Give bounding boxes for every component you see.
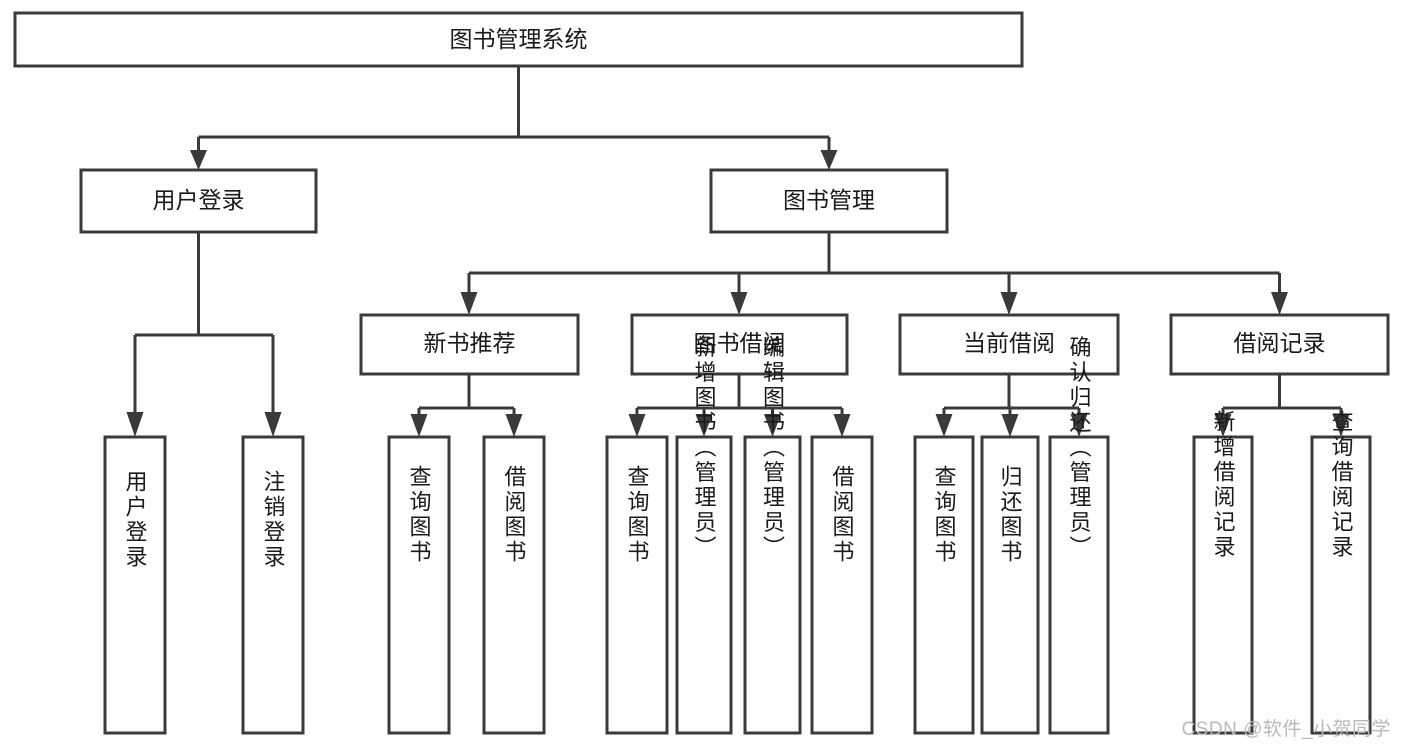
- arrow-bm-to-borrowrecord: [1271, 292, 1288, 315]
- arrow-nb-leaf1: [410, 414, 428, 437]
- leaf-add-book-box[interactable]: [675, 435, 733, 735]
- arrow-bb-leaf1: [628, 414, 646, 437]
- arrow-br-leaf1: [1214, 414, 1232, 437]
- leaf-return-book-box[interactable]: [980, 435, 1040, 735]
- node-book-borrow-box[interactable]: [630, 313, 849, 376]
- leaf-borrow-book-2-label: 借阅图书: [830, 465, 855, 565]
- leaf-borrow-book-1-box[interactable]: [482, 435, 546, 735]
- arrow-root-to-book-manage: [820, 150, 838, 170]
- leaf-confirm-return[interactable]: 确认归还（管理员）: [1048, 336, 1110, 735]
- arrow-bm-to-currentborrow: [1000, 292, 1018, 315]
- leaf-edit-book[interactable]: 编辑图书（管理员）: [743, 336, 802, 735]
- leaf-borrow-book-2[interactable]: 借阅图书: [810, 435, 874, 735]
- node-book-borrow-label: 图书借阅: [694, 330, 786, 356]
- leaf-query-book-1-label: 查询图书: [407, 465, 432, 565]
- node-borrow-record[interactable]: 借阅记录: [1169, 313, 1390, 376]
- leaf-user-login-label: 用户登录: [123, 470, 148, 570]
- leaf-query-book-3[interactable]: 查询图书: [913, 435, 975, 735]
- node-root-box[interactable]: [13, 11, 1024, 68]
- leaf-edit-book-label: 编辑图书（管理员）: [760, 336, 785, 561]
- leaf-query-record-box[interactable]: [1310, 435, 1372, 735]
- leaf-query-book-3-label: 查询图书: [932, 465, 957, 565]
- arrow-bb-leaf4: [833, 414, 851, 437]
- leaf-query-book-3-box[interactable]: [913, 435, 975, 735]
- node-root-label: 图书管理系统: [450, 26, 588, 52]
- node-user-login-box[interactable]: [79, 168, 318, 234]
- leaf-add-record[interactable]: 新增借阅记录: [1192, 410, 1254, 735]
- node-new-book-rec-box[interactable]: [359, 313, 580, 376]
- arrow-cb-leaf2: [1001, 414, 1019, 437]
- leaf-confirm-return-box[interactable]: [1048, 435, 1110, 735]
- node-borrow-record-box[interactable]: [1169, 313, 1390, 376]
- leaf-edit-book-box[interactable]: [743, 435, 802, 735]
- arrow-bb-leaf3: [764, 414, 781, 437]
- leaf-borrow-book-1-label: 借阅图书: [502, 465, 527, 565]
- leaf-borrow-book-1[interactable]: 借阅图书: [482, 435, 546, 735]
- leaf-query-book-2-label: 查询图书: [625, 465, 650, 565]
- node-book-manage-label: 图书管理: [783, 187, 875, 213]
- leaf-add-book-label: 新增图书（管理员）: [692, 336, 717, 561]
- arrow-cb-leaf1: [935, 414, 953, 437]
- leaf-return-book-label: 归还图书: [998, 465, 1023, 565]
- leaf-user-login-box[interactable]: [103, 435, 167, 735]
- arrow-ul-leaf1: [126, 412, 144, 437]
- arrow-cb-leaf3: [1070, 414, 1088, 437]
- node-user-login-label: 用户登录: [153, 187, 245, 213]
- arrow-bm-to-bookborrow: [730, 292, 748, 315]
- node-book-borrow[interactable]: 图书借阅: [630, 313, 849, 376]
- node-new-book-rec[interactable]: 新书推荐: [359, 313, 580, 376]
- node-root[interactable]: 图书管理系统: [13, 11, 1024, 68]
- node-user-login[interactable]: 用户登录: [79, 168, 318, 234]
- leaf-user-logout-label: 注销登录: [261, 470, 286, 570]
- node-current-borrow-box[interactable]: [898, 313, 1120, 376]
- node-new-book-rec-label: 新书推荐: [424, 330, 516, 356]
- leaf-add-record-label: 新增借阅记录: [1211, 410, 1236, 560]
- node-current-borrow[interactable]: 当前借阅: [898, 313, 1120, 376]
- arrow-nb-leaf2: [505, 414, 523, 437]
- node-borrow-record-label: 借阅记录: [1234, 330, 1326, 356]
- leaf-confirm-return-label: 确认归还（管理员）: [1067, 336, 1092, 561]
- leaf-user-logout-box[interactable]: [241, 435, 305, 735]
- leaf-add-book[interactable]: 新增图书（管理员）: [675, 336, 733, 735]
- leaf-query-book-1[interactable]: 查询图书: [387, 435, 451, 735]
- arrow-bb-leaf2: [695, 414, 713, 437]
- leaf-query-book-2[interactable]: 查询图书: [605, 435, 669, 735]
- leaf-query-record[interactable]: 查询借阅记录: [1310, 410, 1372, 735]
- leaf-borrow-book-2-box[interactable]: [810, 435, 874, 735]
- node-book-manage-box[interactable]: [709, 168, 949, 234]
- leaf-query-book-2-box[interactable]: [605, 435, 669, 735]
- node-current-borrow-label: 当前借阅: [963, 330, 1055, 356]
- leaf-user-logout[interactable]: 注销登录: [241, 435, 305, 735]
- leaf-query-book-1-box[interactable]: [387, 435, 451, 735]
- node-book-manage[interactable]: 图书管理: [709, 168, 949, 234]
- arrow-root-to-user-login: [190, 150, 207, 170]
- arrow-bm-to-newbook: [460, 292, 478, 315]
- leaf-user-login[interactable]: 用户登录: [103, 435, 167, 735]
- leaf-add-record-box[interactable]: [1192, 435, 1254, 735]
- connector-group: [126, 66, 1350, 437]
- leaf-query-record-label: 查询借阅记录: [1329, 410, 1354, 560]
- leaf-return-book[interactable]: 归还图书: [980, 435, 1040, 735]
- arrow-br-leaf2: [1332, 414, 1350, 437]
- arrow-ul-leaf2: [264, 412, 282, 437]
